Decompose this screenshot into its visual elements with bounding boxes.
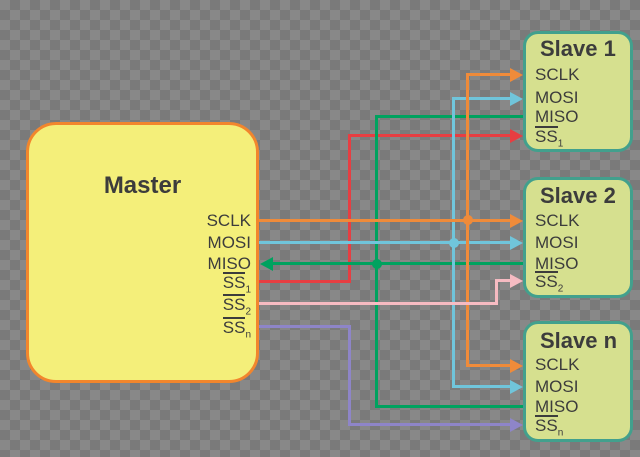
- slave1-pin-ss1: SS1: [535, 126, 564, 150]
- master-pin-ss2-label: SS: [222, 294, 246, 314]
- slave1-block: [523, 31, 633, 152]
- slave1-pin-ss1-subscript: 1: [557, 138, 564, 150]
- slave1-pin-mosi: MOSI: [535, 88, 578, 108]
- sclk-wire-to-slave-n: [466, 364, 510, 367]
- sclk-junction-dot: [463, 215, 473, 225]
- master-pin-ss2-subscript: 2: [245, 306, 251, 318]
- mosi-wire-to-slave-n: [452, 385, 510, 388]
- sclk-wire-to-slave1: [466, 73, 510, 76]
- slave-n-pin-miso: MISO: [535, 397, 578, 417]
- slave-n-block: [523, 321, 633, 442]
- ssn-wire-to-slave-n: [348, 423, 510, 426]
- slave2-pin-ss2-label: SS: [535, 271, 558, 291]
- slave1-pin-miso-label: MISO: [535, 107, 579, 126]
- miso-wire-from-slave-n: [375, 405, 523, 408]
- ss1-arrowhead-icon: [510, 129, 523, 143]
- slave2-block: [523, 177, 633, 298]
- slave-n-pin-sclk: SCLK: [535, 355, 579, 375]
- slave2-title: Slave 2: [540, 183, 616, 208]
- ssn-wire-vertical: [348, 325, 351, 426]
- slave2-pin-sclk-label: SCLK: [535, 211, 580, 230]
- master-pin-mosi: MOSI: [208, 233, 251, 253]
- master-pin-miso: MISO: [208, 254, 251, 274]
- master-pin-ss2: SS2: [222, 294, 251, 318]
- master-pin-ss1: SS1: [222, 272, 251, 296]
- slave-n-pin-ssn: SSn: [535, 415, 564, 439]
- slave-n-pin-sclk-label: SCLK: [535, 355, 580, 374]
- slave2-pin-miso-label: MISO: [535, 254, 579, 273]
- ss1-wire-from-master: [259, 280, 351, 283]
- sclk-wire-main: [259, 219, 510, 222]
- miso-junction-dot: [372, 259, 382, 269]
- ss2-arrowhead-icon: [510, 274, 523, 288]
- master-pin-ssn: SSn: [222, 317, 251, 341]
- slave-n-pin-miso-label: MISO: [535, 397, 579, 416]
- mosi-junction-dot: [449, 238, 459, 248]
- miso-wire-from-slave1: [375, 115, 523, 118]
- sclk-arrowhead-slave1-icon: [510, 68, 523, 82]
- master-pin-mosi-label: MOSI: [207, 233, 251, 252]
- mosi-arrowhead-slave2-icon: [510, 236, 523, 250]
- miso-wire-main: [273, 262, 523, 265]
- ssn-arrowhead-icon: [510, 418, 523, 432]
- slave-n-pin-mosi: MOSI: [535, 377, 578, 397]
- slave1-pin-ss1-label: SS: [535, 126, 558, 146]
- slave2-pin-sclk: SCLK: [535, 211, 579, 231]
- master-pin-ss1-label: SS: [222, 272, 246, 292]
- slave-n-pin-ssn-label: SS: [535, 415, 558, 435]
- master-pin-sclk: SCLK: [207, 211, 251, 231]
- ss2-wire-vertical: [495, 279, 498, 305]
- ss2-wire-from-master: [259, 302, 498, 305]
- master-pin-ss1-subscript: 1: [245, 284, 251, 296]
- slave2-pin-mosi-label: MOSI: [535, 233, 579, 252]
- ss1-wire-to-slave1: [348, 134, 510, 137]
- master-pin-ssn-label: SS: [222, 317, 246, 337]
- sclk-arrowhead-slave-n-icon: [510, 359, 523, 373]
- miso-arrowhead-into-master-icon: [260, 257, 273, 271]
- slave2-pin-mosi: MOSI: [535, 233, 578, 253]
- ss1-wire-vertical: [348, 134, 351, 283]
- slave-n-pin-ssn-subscript: n: [557, 427, 564, 439]
- mosi-wire-main: [259, 241, 510, 244]
- ssn-wire-from-master: [259, 325, 351, 328]
- master-pin-miso-label: MISO: [207, 254, 251, 273]
- slave2-pin-miso: MISO: [535, 254, 578, 274]
- master-block: [26, 122, 259, 383]
- sclk-arrowhead-slave2-icon: [510, 214, 523, 228]
- slave1-pin-sclk-label: SCLK: [535, 65, 580, 84]
- master-title: Master: [103, 172, 182, 199]
- slave1-pin-miso: MISO: [535, 107, 578, 127]
- mosi-arrowhead-slave1-icon: [510, 92, 523, 106]
- slave2-pin-ss2: SS2: [535, 271, 564, 295]
- master-pin-ssn-subscript: n: [245, 329, 251, 341]
- slave-n-pin-mosi-label: MOSI: [535, 377, 579, 396]
- slave2-pin-ss2-subscript: 2: [557, 283, 564, 295]
- mosi-arrowhead-slave-n-icon: [510, 380, 523, 394]
- mosi-wire-to-slave1: [452, 97, 510, 100]
- ss2-wire-to-slave2: [495, 279, 510, 282]
- slave1-pin-sclk: SCLK: [535, 65, 579, 85]
- slave1-title: Slave 1: [540, 36, 616, 61]
- slave-n-title: Slave n: [540, 328, 618, 353]
- master-pin-sclk-label: SCLK: [206, 211, 251, 230]
- slave1-pin-mosi-label: MOSI: [535, 88, 579, 107]
